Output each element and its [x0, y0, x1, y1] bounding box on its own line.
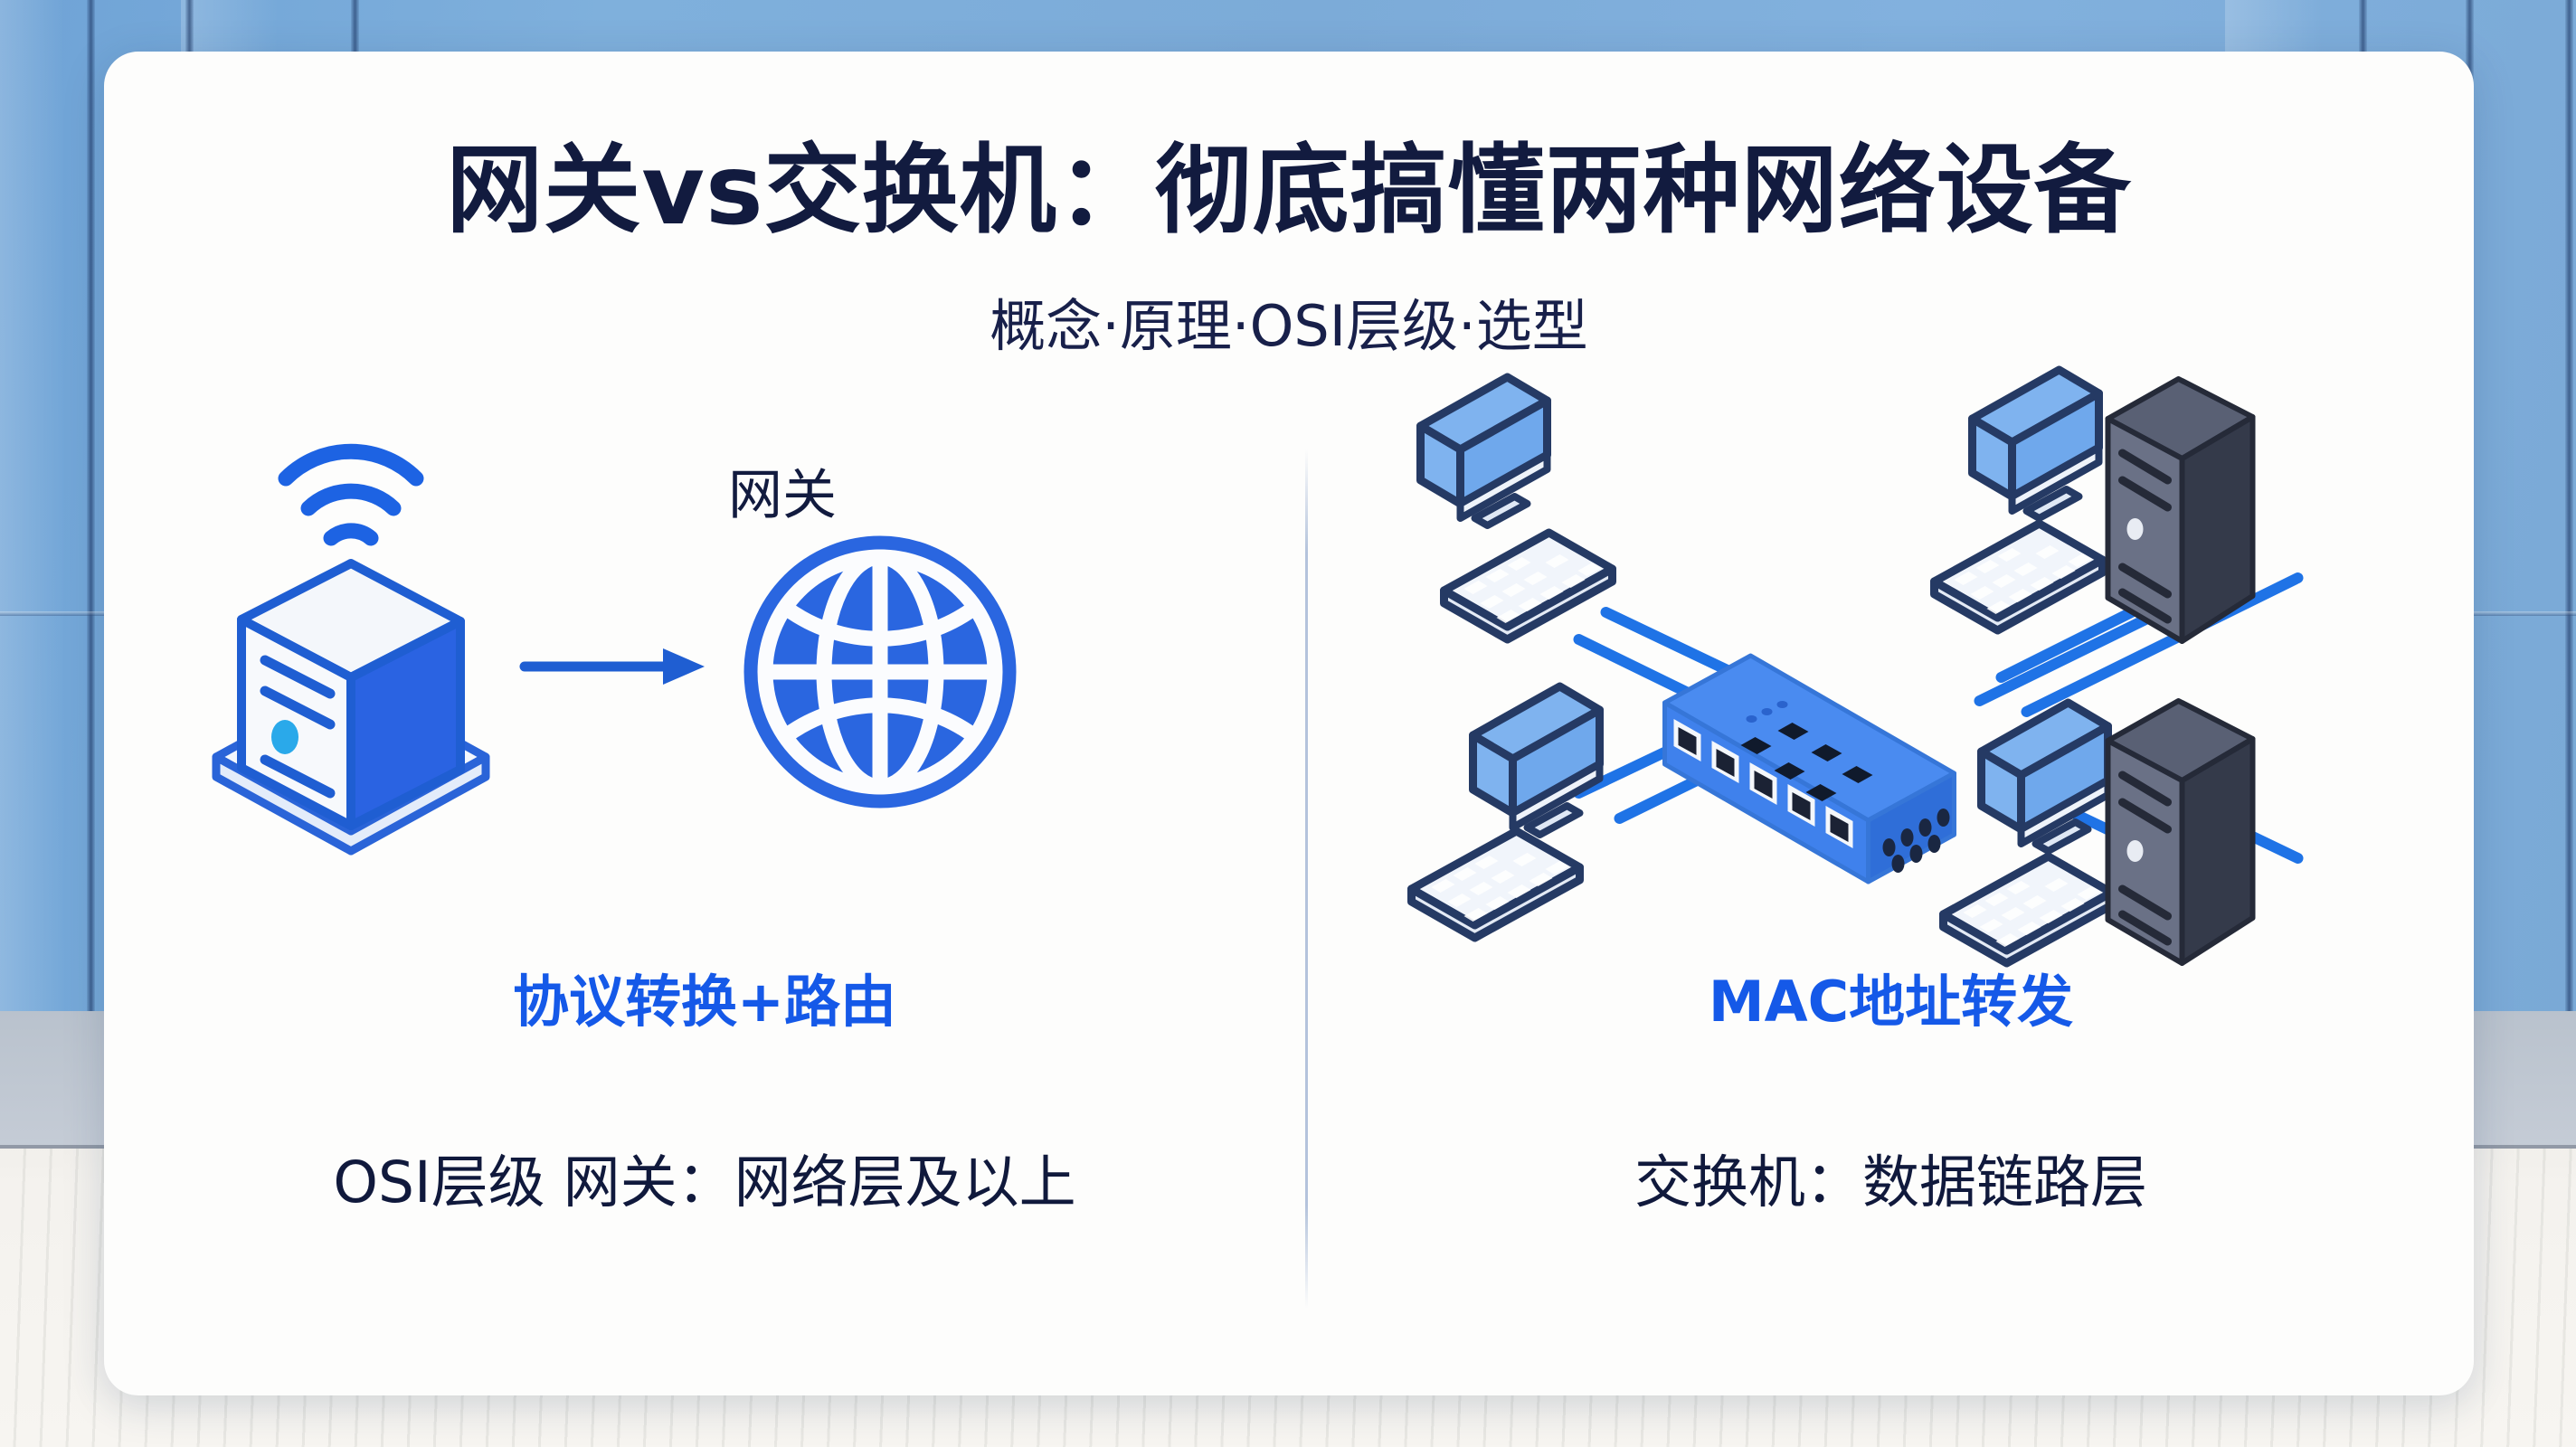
right-arrow-icon	[519, 648, 705, 685]
switch-topology-svg	[1308, 341, 2304, 902]
switch-led-group	[1746, 701, 1788, 723]
workstation-top-left	[1421, 377, 1613, 639]
globe-internet-icon	[743, 535, 1017, 809]
page-title: 网关vs交换机：彻底搞懂两种网络设备	[446, 135, 2132, 247]
gateway-diagram-svg	[212, 443, 1017, 856]
gateway-osi-layer: OSI层级 网关：网络层及以上	[333, 1149, 1076, 1215]
page-subtitle: 概念·原理·OSI层级·选型	[990, 293, 1588, 359]
switch-side-vents	[1882, 809, 1950, 873]
workstation-bottom-right	[1944, 703, 2112, 963]
column-divider	[1305, 449, 1308, 1309]
window-mullion	[2565, 0, 2573, 1011]
network-switch-icon	[1662, 653, 1956, 884]
gateway-caption: 协议转换+路由	[513, 969, 896, 1035]
server-top-right	[2108, 379, 2253, 641]
workstation-bottom-left	[1412, 686, 1600, 938]
window-mullion	[87, 0, 95, 1011]
arrow-label: 网关	[728, 464, 837, 527]
gateway-panel: 网关 协议转换+路由 OSI层级 网关：网络层及以上	[104, 232, 1305, 1390]
switch-panel: MAC地址转发 交换机：数据链路层	[1308, 232, 2474, 1390]
gateway-server-tower-icon	[237, 559, 465, 830]
wifi-waves-icon	[278, 443, 424, 546]
switch-illustration	[1308, 341, 2474, 884]
workstation-top-right	[1935, 370, 2103, 630]
switch-vent-group	[1740, 723, 1873, 801]
server-bottom-right	[2108, 701, 2253, 963]
rj45-port-group	[1673, 719, 1853, 848]
switch-caption: MAC地址转发	[1708, 969, 2074, 1035]
gateway-illustration: 网关	[104, 395, 1305, 856]
content-card: 网关vs交换机：彻底搞懂两种网络设备 概念·原理·OSI层级·选型	[104, 52, 2474, 1395]
switch-osi-layer: 交换机：数据链路层	[1634, 1149, 2147, 1215]
